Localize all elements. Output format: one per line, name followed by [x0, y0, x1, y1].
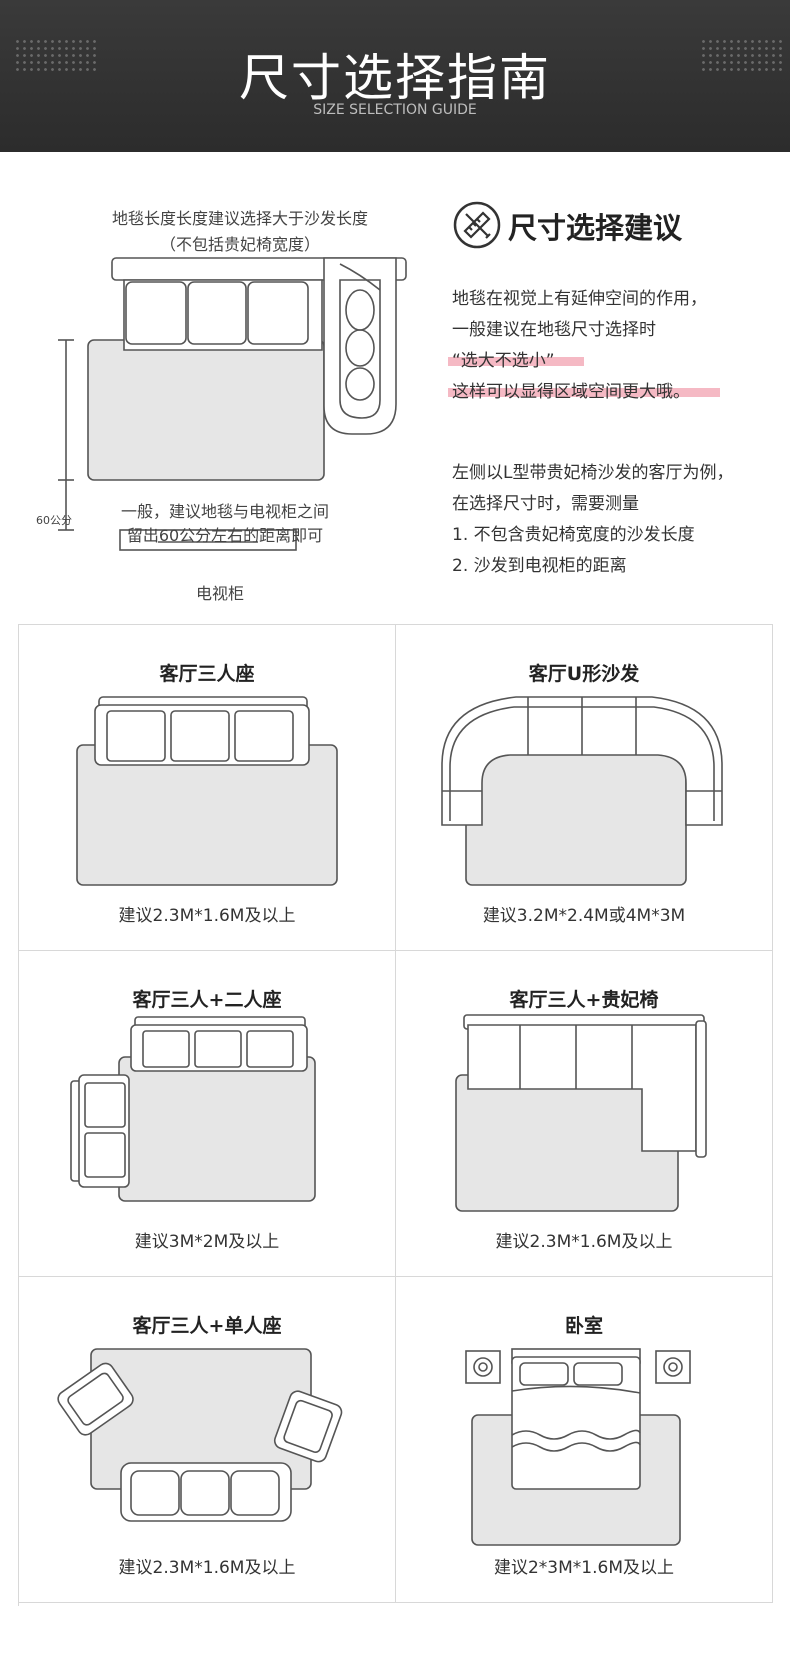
size-card-grid: 客厅三人座 建议2.3M*1.6M及以上 客厅U形沙发 [18, 624, 773, 1606]
example-line: 2. 沙发到电视柜的距离 [452, 556, 627, 576]
ruler-pencil-icon [453, 201, 501, 249]
header-banner: 尺寸选择指南 SIZE SELECTION GUIDE [0, 0, 790, 152]
card-title: 客厅三人+单人座 [132, 1315, 282, 1337]
three-seat-sofa-icon [76, 696, 338, 886]
example-line: 1. 不包含贵妃椅宽度的沙发长度 [452, 525, 695, 545]
bedroom-bed-icon [465, 1348, 691, 1546]
dot-pattern-left [14, 38, 96, 72]
l-sofa-layout-diagram [58, 257, 407, 551]
size-card: 客厅三人+单人座 建议2.3M*1.6M及以上 [19, 1277, 396, 1603]
example-line: 在选择尺寸时，需要测量 [452, 494, 639, 514]
card-caption: 建议2.3M*1.6M及以上 [495, 1232, 673, 1252]
three-plus-single-sofa-icon [57, 1348, 343, 1522]
card-caption: 建议3.2M*2.4M或4M*3M [482, 906, 686, 926]
suggestion-line: 地毯在视觉上有延伸空间的作用， [452, 289, 707, 309]
gap-dimension-label: 60公分 [36, 514, 72, 527]
three-plus-two-sofa-icon [70, 1016, 316, 1202]
sofa-with-chaise-icon [455, 1014, 707, 1212]
size-card: 客厅U形沙发 建议3.2M*2.4M或4M*3M [396, 625, 773, 951]
diagram-caption-line1: 地毯长度长度建议选择大于沙发长度 [111, 209, 368, 228]
highlight-bar-1 [448, 357, 584, 366]
card-caption: 建议3M*2M及以上 [134, 1232, 280, 1252]
gap-note-line2: 留出60公分左右的距离即可 [126, 526, 324, 545]
card-title: 客厅三人座 [159, 663, 255, 685]
page-title: 尺寸选择指南 [239, 49, 551, 107]
example-line: 左侧以L型带贵妃椅沙发的客厅为例， [452, 463, 734, 483]
card-title: 客厅U形沙发 [528, 663, 640, 685]
suggestion-title: 尺寸选择建议 [508, 211, 683, 245]
tv-stand-label: 电视柜 [195, 584, 244, 603]
diagram-caption-line2: （不包括贵妃椅宽度） [159, 235, 320, 254]
card-title: 客厅三人+贵妃椅 [509, 989, 659, 1011]
gap-note-line1: 一般，建议地毯与电视柜之间 [120, 502, 329, 521]
highlight-bar-2 [448, 388, 720, 397]
suggestion-quote: “选大不选小” [452, 351, 555, 371]
card-caption: 建议2.3M*1.6M及以上 [118, 1558, 296, 1578]
size-card: 客厅三人座 建议2.3M*1.6M及以上 [19, 625, 396, 951]
card-title: 客厅三人+二人座 [132, 989, 282, 1011]
size-card: 客厅三人+二人座 建议3M*2M及以上 [19, 951, 396, 1277]
suggestion-line: 一般建议在地毯尺寸选择时 [452, 320, 656, 340]
card-caption: 建议2.3M*1.6M及以上 [118, 906, 296, 926]
card-title: 卧室 [564, 1315, 603, 1337]
card-caption: 建议2*3M*1.6M及以上 [493, 1558, 674, 1578]
suggestion-line: 这样可以显得区域空间更大哦。 [452, 382, 690, 402]
u-shaped-sofa-icon [441, 696, 723, 886]
size-card: 客厅三人+贵妃椅 建议2.3M*1.6M及以上 [396, 951, 773, 1277]
dot-pattern-right [700, 38, 782, 72]
page-subtitle: SIZE SELECTION GUIDE [313, 102, 477, 118]
size-card: 卧室 建议2*3M*1.6M及以上 [396, 1277, 773, 1603]
